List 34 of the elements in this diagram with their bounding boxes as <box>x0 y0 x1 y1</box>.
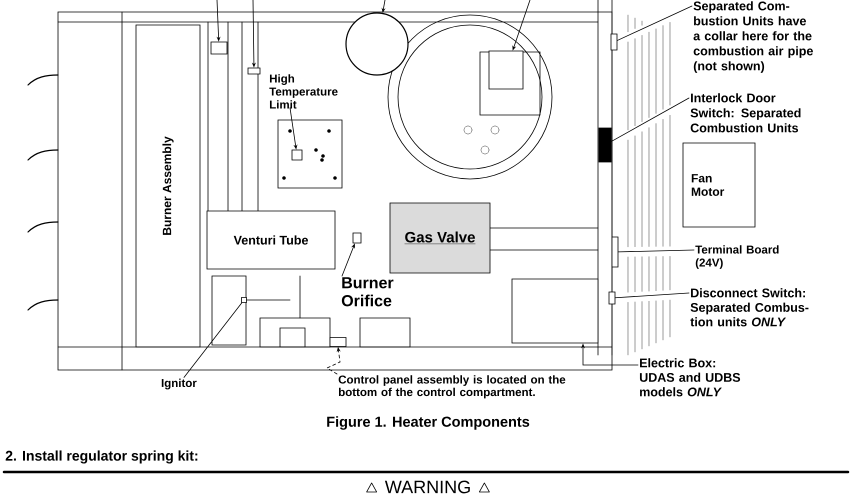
limit-switch-part <box>292 150 302 160</box>
ignitor-part <box>241 297 247 303</box>
leader-line <box>617 6 692 41</box>
disconnect-switch-part <box>608 292 616 304</box>
bracket-part <box>210 42 228 54</box>
orifice-part <box>352 232 362 244</box>
callout-label: Ignitor <box>162 378 197 390</box>
sensor-part <box>248 68 260 74</box>
leader-line <box>184 302 242 378</box>
pressure-switch-part <box>345 12 409 76</box>
step-heading: 2. Install regulator spring kit: <box>6 450 198 464</box>
callout-label: High Temperature Limit <box>269 74 338 109</box>
interlock-switch-part <box>598 128 612 162</box>
fan-motor: Fan Motor <box>682 142 756 228</box>
callout-label: Electric Box: UDAS and UDBS models ONLY <box>640 358 740 396</box>
callout-label: Disconnect Switch: Separated Combus- tion units ONLY <box>690 288 808 326</box>
leader-line <box>618 250 694 252</box>
terminal-board-part <box>612 236 618 268</box>
electric-box-part <box>512 278 598 344</box>
note-text: Control panel assembly is located on the bottom of the control compartment. <box>338 375 566 398</box>
venturi-tube: Venturi Tube <box>206 210 336 270</box>
burner-assembly-box: Burner Assembly <box>136 24 200 348</box>
callout-label: Burner Orifice <box>342 277 394 306</box>
gas-valve: Gas Valve <box>390 202 490 274</box>
callout-label: Separated Com- bustion Units have a collar here for the combustion air pipe (not shown) <box>694 1 813 73</box>
inducer-motor-part <box>488 50 524 90</box>
callout-label: Terminal Board (24V) <box>695 245 779 269</box>
warning-heading: WARNING <box>384 480 470 494</box>
collar-part <box>610 34 618 50</box>
control-panel-part <box>330 337 346 347</box>
callout-label: Interlock Door Switch: Separated Combustion Units <box>690 93 800 132</box>
leader-line <box>611 98 690 142</box>
leader-line <box>615 292 690 298</box>
caption: Figure 1. Heater Components <box>327 416 530 430</box>
